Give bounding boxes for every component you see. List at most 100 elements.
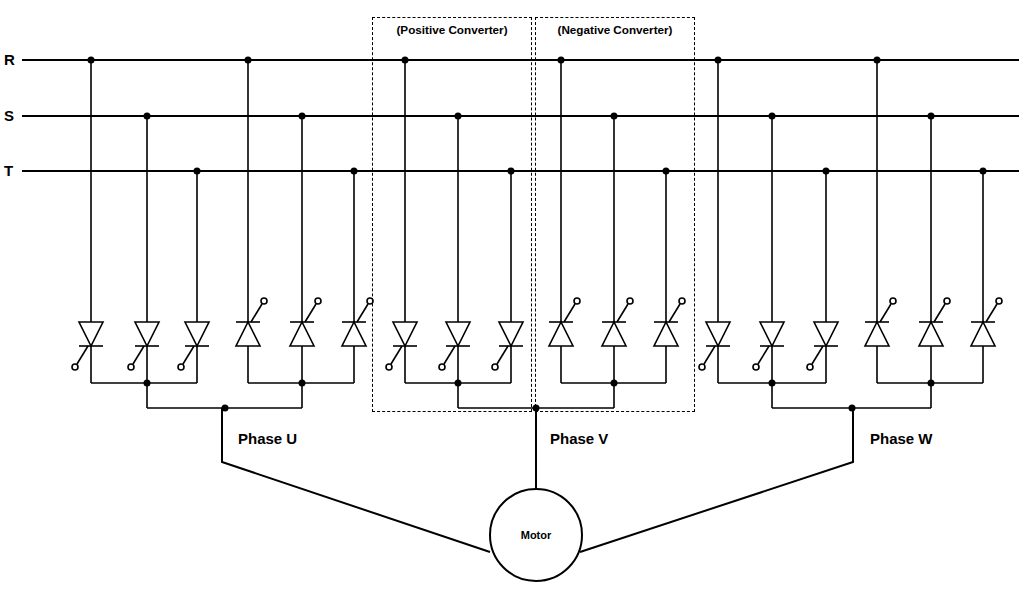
- thyristor-bar: [971, 321, 995, 323]
- wire: [825, 171, 827, 322]
- wire: [404, 346, 406, 383]
- gate-terminal: [315, 298, 321, 304]
- wire: [560, 60, 562, 322]
- motor-circle: Motor: [489, 488, 583, 582]
- wire: [196, 171, 198, 322]
- thyristor-bar: [865, 321, 889, 323]
- gate-terminal: [996, 298, 1002, 304]
- line-name: S: [4, 107, 14, 124]
- gate-terminal: [178, 364, 184, 370]
- thyristor-symbol: [342, 322, 366, 346]
- wire: [196, 346, 198, 383]
- wire: [982, 346, 984, 383]
- junction-dot: [533, 405, 540, 412]
- gate-lead: [497, 346, 508, 364]
- gate-lead: [704, 346, 715, 364]
- gate-terminal: [753, 364, 759, 370]
- gate-lead: [880, 304, 891, 322]
- thyristor-bar: [290, 321, 314, 323]
- thyristor-symbol: [865, 322, 889, 346]
- gate-lead: [391, 346, 402, 364]
- wire: [930, 346, 932, 383]
- wire: [717, 60, 719, 322]
- wire: [404, 60, 406, 322]
- group-heading: (Negative Converter): [536, 23, 694, 36]
- thyristor-symbol: [814, 322, 838, 346]
- gate-terminal: [807, 364, 813, 370]
- thyristor-symbol: [602, 322, 626, 346]
- wire: [665, 346, 667, 383]
- thyristor-symbol: [236, 322, 260, 346]
- gate-terminal: [890, 298, 896, 304]
- gate-lead: [251, 304, 262, 322]
- gate-lead: [617, 304, 628, 322]
- thyristor-symbol: [185, 322, 209, 346]
- supply-line: [22, 115, 1019, 117]
- phase-name: Phase V: [550, 430, 608, 447]
- thyristor-symbol: [760, 322, 784, 346]
- gate-lead: [758, 346, 769, 364]
- thyristor-symbol: [549, 322, 573, 346]
- gate-terminal: [699, 364, 705, 370]
- motor-wire: [222, 408, 490, 552]
- motor-wire: [535, 408, 537, 488]
- gate-terminal: [627, 298, 633, 304]
- gate-terminal: [439, 364, 445, 370]
- wire: [613, 116, 615, 322]
- gate-terminal: [944, 298, 950, 304]
- wire: [665, 171, 667, 322]
- gate-lead: [812, 346, 823, 364]
- group-heading: (Positive Converter): [373, 23, 531, 36]
- gate-terminal: [128, 364, 134, 370]
- wire: [930, 116, 932, 322]
- thyristor-symbol: [499, 322, 523, 346]
- wire: [247, 346, 249, 383]
- wire: [930, 383, 932, 408]
- wire: [457, 383, 459, 408]
- line-name: T: [4, 162, 13, 179]
- wire: [457, 346, 459, 383]
- line-name: R: [4, 51, 15, 68]
- gate-terminal: [386, 364, 392, 370]
- thyristor-symbol: [971, 322, 995, 346]
- wire: [301, 383, 303, 408]
- gate-lead: [564, 304, 575, 322]
- wire: [560, 346, 562, 383]
- wire: [771, 383, 773, 408]
- wire: [146, 383, 148, 408]
- gate-lead: [357, 304, 368, 322]
- wire: [90, 346, 92, 383]
- thyristor-symbol: [135, 322, 159, 346]
- thyristor-bar: [549, 321, 573, 323]
- converter-group: (Positive Converter): [372, 17, 532, 412]
- wire: [146, 116, 148, 322]
- wire: [457, 116, 459, 322]
- gate-lead: [77, 346, 88, 364]
- wire: [301, 116, 303, 322]
- thyristor-bar: [342, 321, 366, 323]
- supply-line: [22, 59, 1019, 61]
- thyristor-symbol: [706, 322, 730, 346]
- phase-name: Phase U: [238, 430, 297, 447]
- converter-group: (Negative Converter): [535, 17, 695, 412]
- wire: [876, 60, 878, 322]
- wire: [771, 346, 773, 383]
- thyristor-symbol: [393, 322, 417, 346]
- wire: [982, 171, 984, 322]
- wire: [510, 346, 512, 383]
- gate-terminal: [492, 364, 498, 370]
- wire: [510, 171, 512, 322]
- thyristor-symbol: [79, 322, 103, 346]
- thyristor-symbol: [290, 322, 314, 346]
- thyristor-symbol: [654, 322, 678, 346]
- wire: [613, 383, 615, 408]
- gate-lead: [305, 304, 316, 322]
- gate-lead: [934, 304, 945, 322]
- gate-lead: [444, 346, 455, 364]
- wire: [876, 346, 878, 383]
- gate-lead: [669, 304, 680, 322]
- gate-lead: [183, 346, 194, 364]
- phase-name: Phase W: [870, 430, 933, 447]
- thyristor-bar: [236, 321, 260, 323]
- junction-dot: [222, 405, 229, 412]
